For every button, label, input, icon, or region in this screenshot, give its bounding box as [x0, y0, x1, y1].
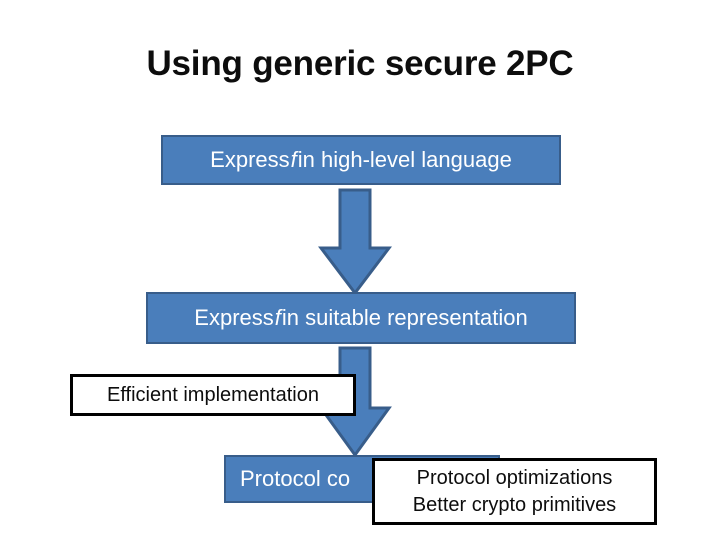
- callout-text: Efficient implementation: [107, 383, 319, 406]
- down-arrow-icon: [318, 188, 392, 296]
- callout-text-line-2: Better crypto primitives: [412, 493, 617, 516]
- callout-text-line-1: Protocol optimizations: [416, 467, 613, 490]
- function-symbol-f: f: [290, 146, 297, 172]
- process-box-text-suffix: in high-level language: [297, 146, 512, 172]
- process-box-high-level-language[interactable]: Express f in high-level language: [161, 135, 561, 185]
- callout-protocol-optimizations[interactable]: Protocol optimizations Better crypto pri…: [372, 458, 657, 525]
- process-box-text-prefix: Express: [194, 304, 274, 330]
- process-box-text-prefix: Express: [210, 146, 290, 172]
- process-box-text-suffix: in suitable representation: [281, 304, 528, 330]
- process-box-suitable-representation[interactable]: Express f in suitable representation: [146, 292, 576, 344]
- page-title: Using generic secure 2PC: [146, 44, 574, 83]
- down-arrow-shape: [318, 188, 392, 296]
- function-symbol-f: f: [274, 304, 281, 330]
- callout-efficient-implementation[interactable]: Efficient implementation: [70, 374, 356, 416]
- process-box-text: Protocol co: [240, 465, 351, 491]
